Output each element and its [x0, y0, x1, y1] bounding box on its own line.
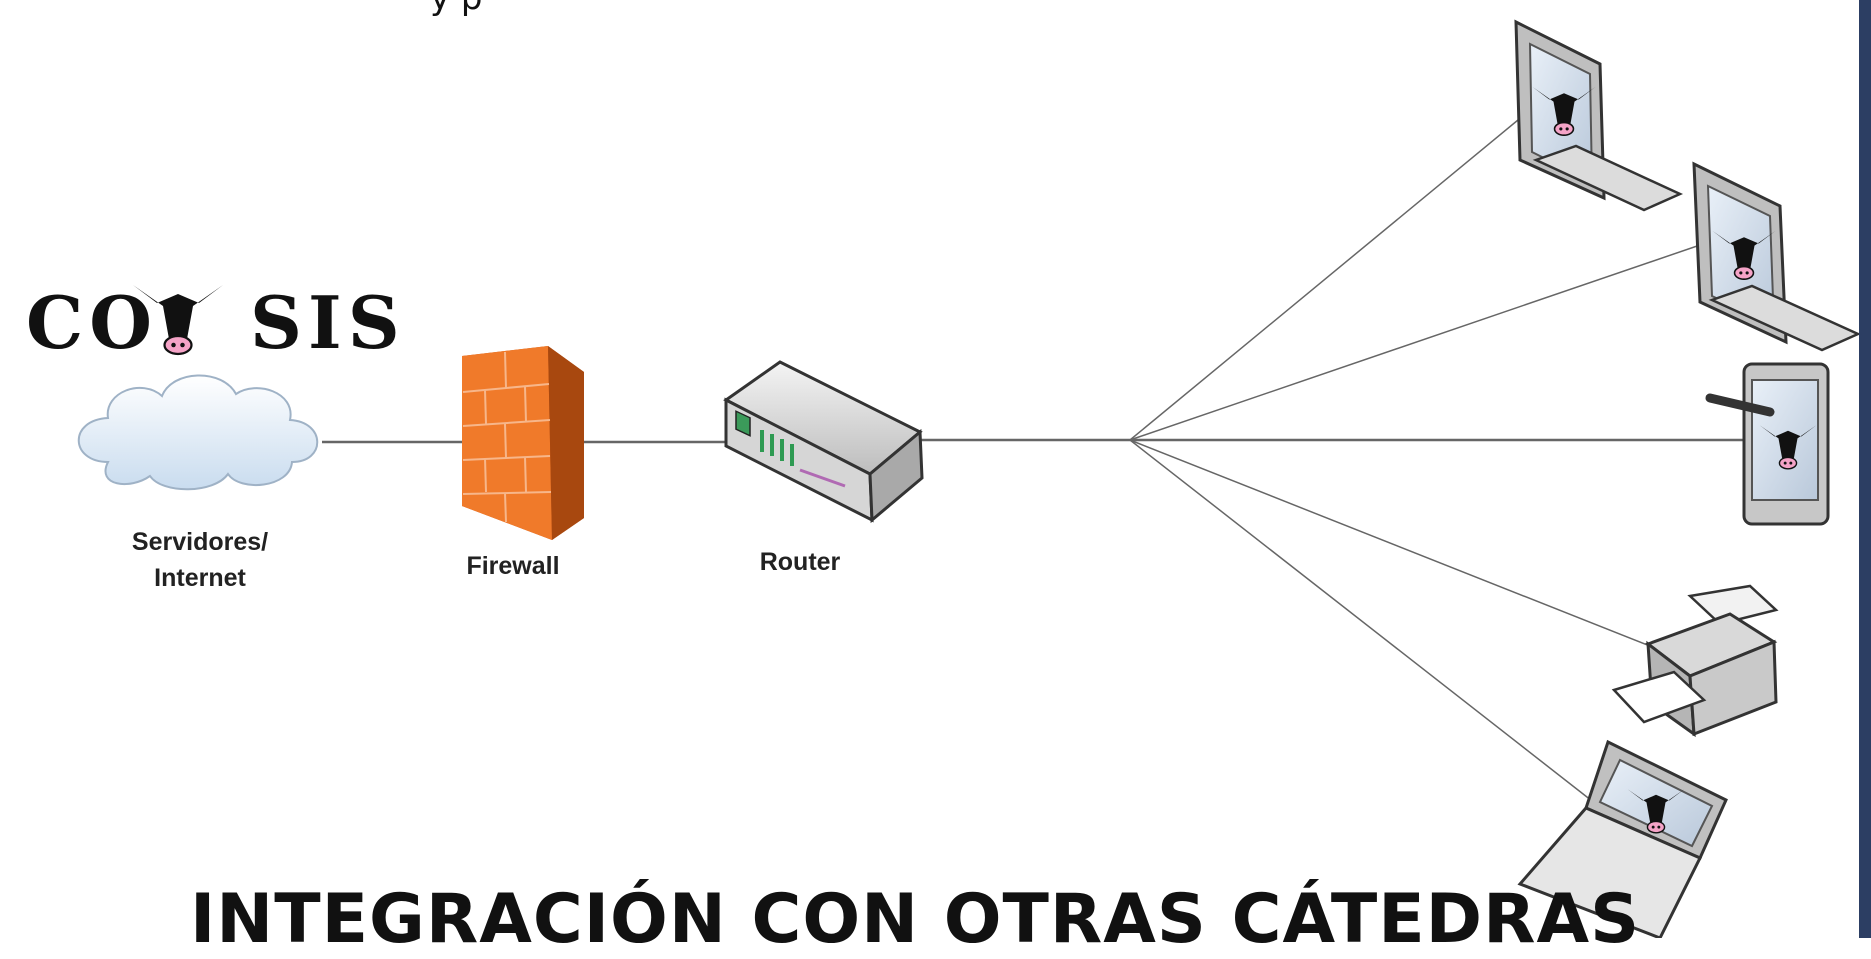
- cloud-label-line2: Internet: [154, 564, 246, 592]
- logo-text-left: CO: [26, 280, 159, 365]
- laptop-icon: [1517, 739, 1728, 938]
- tablet-icon: [1705, 362, 1830, 526]
- firewall-icon: [462, 346, 584, 540]
- printer-icon: [1611, 584, 1779, 738]
- monitor-icon-1: [1514, 19, 1684, 212]
- cowsis-logo: CO SIS: [26, 280, 406, 365]
- link-monitor-1: [1129, 119, 1519, 441]
- diagram-svg: [77, 19, 1862, 938]
- accent-bar: [1859, 0, 1871, 938]
- router-label: Router: [759, 548, 841, 576]
- link-printer: [1129, 439, 1661, 651]
- cloud-label-line1: Servidores/: [131, 528, 269, 556]
- section-title: INTEGRACIÓN CON OTRAS CÁTEDRAS: [190, 880, 1641, 959]
- firewall-label: Firewall: [466, 552, 560, 580]
- router-icon: [723, 360, 924, 524]
- link-monitor-2: [1129, 243, 1704, 441]
- network-diagram: y p: [26, 0, 1871, 959]
- top-text-fragment: y p: [430, 0, 483, 18]
- monitor-icon-2: [1692, 161, 1862, 352]
- cloud-icon: [77, 374, 319, 491]
- cloud-label: Servidores/ Internet: [92, 524, 308, 596]
- link-laptop: [1129, 439, 1611, 816]
- logo-text-right: SIS: [250, 280, 406, 365]
